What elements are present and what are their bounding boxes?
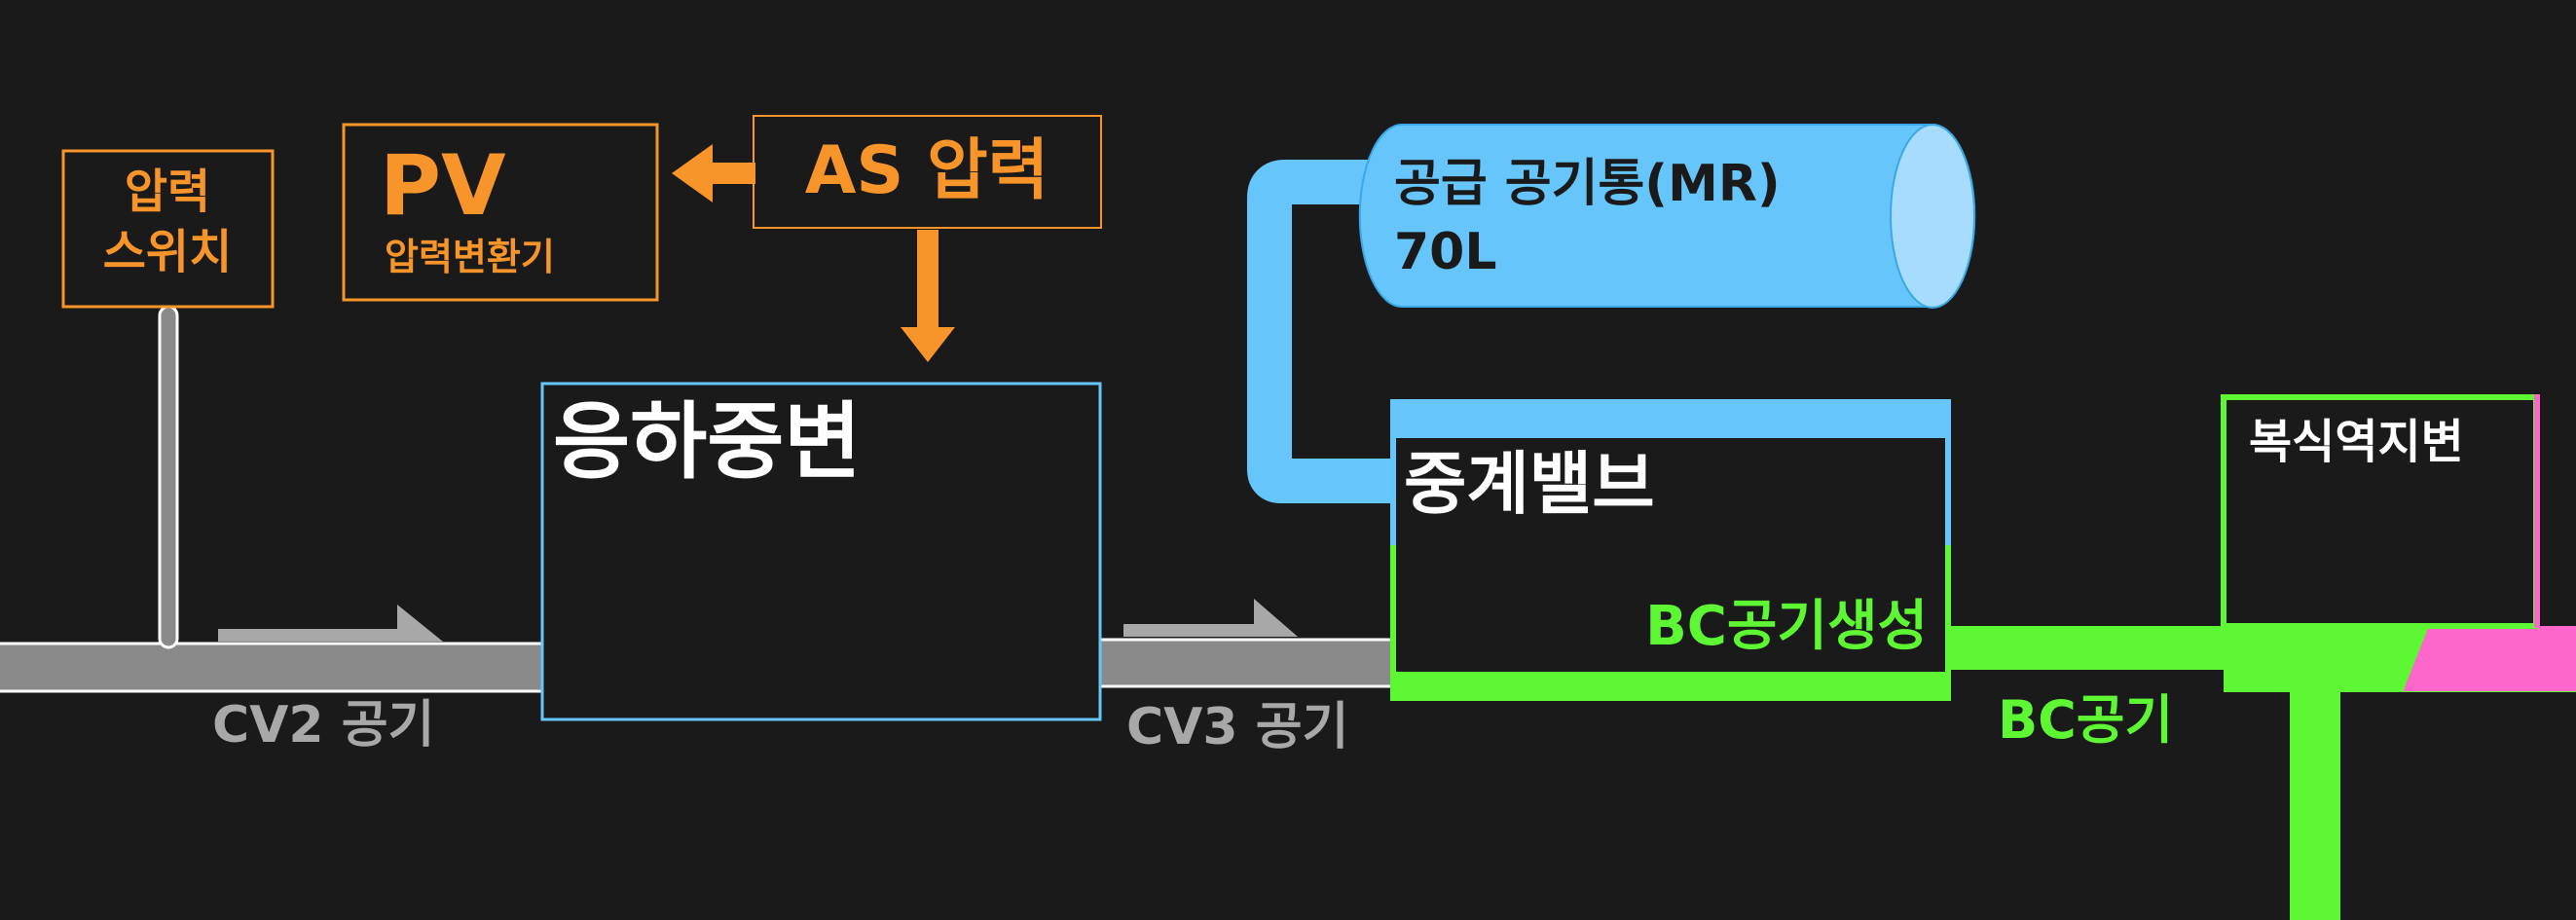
supply-reservoir: 공급 공기통(MR) 70L (1358, 124, 1976, 309)
load-valve: 응하중변 (540, 382, 1102, 721)
pv-subtitle: 압력변환기 (385, 236, 555, 278)
pressure-switch-stem (158, 305, 179, 649)
as-pressure: AS 압력 (753, 115, 1102, 229)
dcv-alt-input (2403, 626, 2576, 691)
bc-pipe-horizontal (1941, 626, 2224, 670)
cv2-flow-arrow-icon (218, 605, 443, 642)
pressure-switch: 압력 스위치 (61, 149, 275, 309)
bc-generation-label: BC공기생성 (1645, 595, 1928, 658)
cv3-flow-arrow-icon (1123, 599, 1298, 637)
reservoir-capacity: 70L (1394, 223, 1497, 281)
as-pressure-label: AS 압력 (805, 132, 1049, 209)
load-valve-label: 응하중변 (553, 393, 861, 491)
cv3-pipe (1098, 638, 1394, 688)
reservoir-title: 공급 공기통(MR) (1394, 155, 1781, 213)
double-check-valve-label: 복식역지변 (2249, 415, 2464, 469)
pv-title: PV (380, 137, 506, 235)
relay-valve: 중계밸브 BC공기생성 (1390, 399, 1951, 701)
mr-supply-pipe (1247, 160, 1402, 503)
pv-transducer: PV 압력변환기 (342, 123, 659, 302)
bc-pipe-down (2290, 686, 2340, 920)
as-to-pv-arrow-icon (672, 144, 755, 202)
pressure-switch-label-2: 스위치 (103, 225, 232, 279)
dcv-pink-edge (2534, 394, 2540, 628)
bc-air-label: BC공기 (1998, 689, 2173, 751)
cv2-pipe (0, 642, 545, 693)
double-check-valve: 복식역지변 (2221, 394, 2539, 629)
as-to-load-valve-arrow-icon (901, 230, 955, 362)
cv2-air-label: CV2 공기 (212, 696, 434, 754)
pressure-switch-label-1: 압력 (125, 165, 210, 219)
relay-valve-label: 중계밸브 (1404, 444, 1655, 524)
cv3-air-label: CV3 공기 (1126, 698, 1348, 756)
